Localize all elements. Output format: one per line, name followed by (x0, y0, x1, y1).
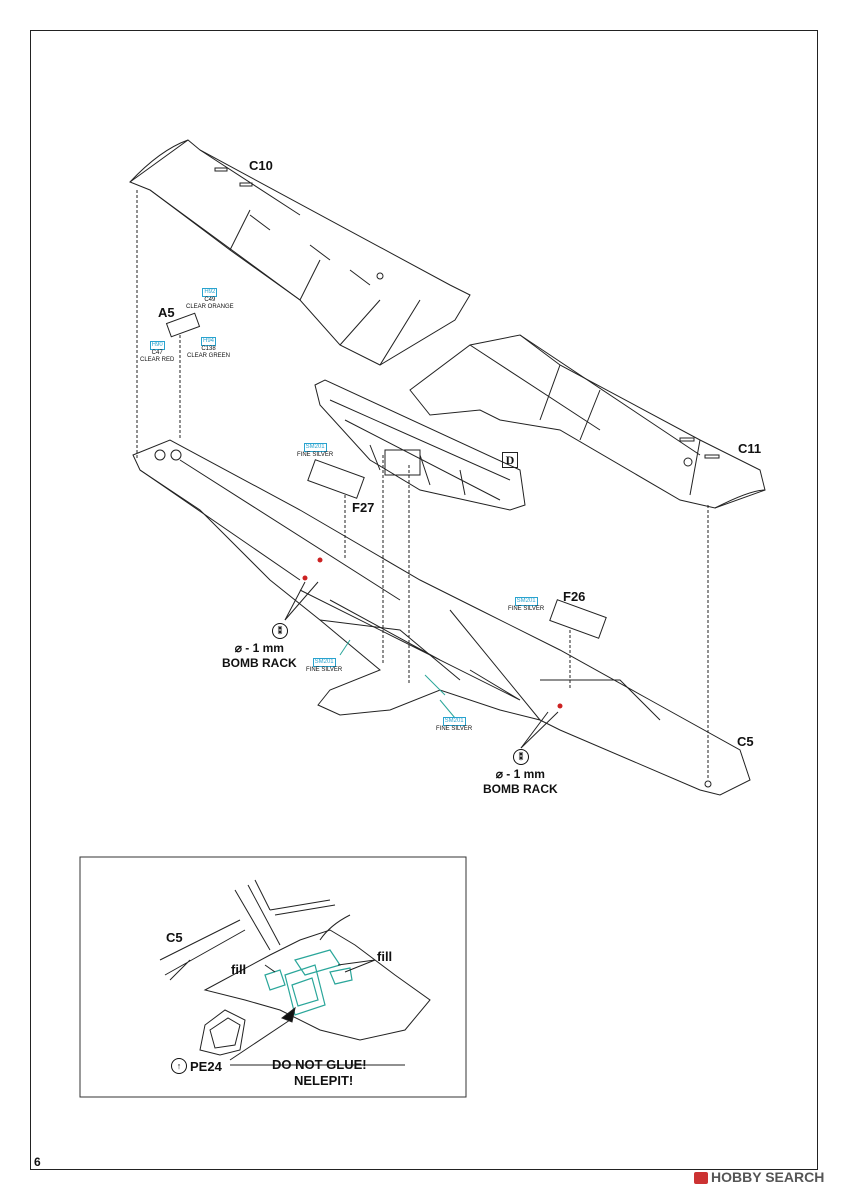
wing-c10 (128, 139, 471, 366)
paint-note-sm201-center: SM201 FINE SILVER (436, 717, 472, 733)
detail-dot (302, 575, 308, 581)
paint-code: SM201 (312, 658, 336, 667)
paint-name: CLEAR ORANGE (186, 304, 234, 310)
paint-note-sm201-f26: SM201 FINE SILVER (508, 597, 544, 613)
label-c11: C11 (738, 441, 762, 456)
paint-note-h94: H94 C138 CLEAR GREEN (187, 337, 230, 360)
part-f27-shape (307, 459, 365, 499)
assembly-lines (136, 190, 709, 780)
label-c10: C10 (249, 158, 273, 173)
drill-size: ⌀ - 1 mm (234, 641, 284, 655)
paint-note-h90: H90 C47 CLEAR RED (140, 341, 174, 364)
paint-highlights (339, 639, 456, 719)
photo-etch-icon: ↑ (171, 1058, 187, 1074)
part-f26-shape (549, 599, 607, 639)
warning-line2: NELEPIT! (294, 1073, 354, 1088)
bomb-rack-label: BOMB RACK (222, 656, 297, 670)
lower-wing-c5 (132, 439, 751, 796)
paint-name: FINE SILVER (297, 452, 334, 458)
watermark: HOBBY SEARCH (694, 1169, 824, 1185)
paint-name: FINE SILVER (508, 606, 545, 612)
page-number: 6 (34, 1155, 41, 1169)
label-d: D (502, 452, 518, 468)
paint-code: H90 (149, 341, 165, 350)
label-f26: F26 (563, 589, 586, 604)
part-a5-shape (165, 312, 201, 338)
paint-note-h92: H92 C49 CLEAR ORANGE (186, 288, 234, 311)
paint-name: CLEAR RED (140, 357, 175, 363)
paint-ref: C47 (151, 350, 163, 356)
inset-drawing (159, 879, 431, 1056)
paint-code: H92 (202, 288, 218, 297)
bomb-rack-leaders (284, 581, 559, 749)
paint-note-sm201-left: SM201 FINE SILVER (306, 658, 342, 674)
bomb-rack-label: BOMB RACK (483, 782, 558, 796)
paint-code: SM201 (303, 443, 327, 452)
paint-ref: C138 (201, 346, 216, 352)
paint-ref: C49 (204, 297, 216, 303)
page-frame (30, 30, 818, 1170)
label-a5: A5 (158, 305, 175, 320)
inset-leaders (229, 959, 405, 1066)
inset-arrow (280, 1006, 296, 1023)
inset-label-fill-left: fill (231, 962, 247, 977)
wing-c11 (409, 334, 766, 509)
drill-size: ⌀ - 1 mm (495, 767, 545, 781)
part-d (314, 379, 526, 511)
paint-code: H94 (201, 337, 217, 346)
drill-icon: ⁑ (272, 623, 288, 639)
bomb-rack-note-left: ⌀ - 1 mm BOMB RACK (222, 641, 297, 671)
label-c5: C5 (737, 734, 754, 749)
label-f27: F27 (352, 500, 375, 515)
warning-line1: DO NOT GLUE! (272, 1057, 367, 1072)
inset-label-fill-right: fill (377, 949, 393, 964)
drill-icon: ⁑ (513, 749, 529, 765)
paint-name: CLEAR GREEN (187, 353, 231, 359)
inset-label-pe24: PE24 (190, 1059, 222, 1074)
detail-dot (317, 557, 323, 563)
watermark-text: HOBBY SEARCH (711, 1169, 825, 1185)
paint-code: SM201 (514, 597, 538, 606)
paint-name: FINE SILVER (306, 667, 343, 673)
paint-name: FINE SILVER (436, 726, 473, 732)
inset-label-c5: C5 (166, 930, 183, 945)
hobby-search-logo-icon (694, 1172, 708, 1185)
paint-note-sm201-f27: SM201 FINE SILVER (297, 443, 333, 459)
bomb-rack-note-right: ⌀ - 1 mm BOMB RACK (483, 767, 558, 797)
detail-dot (557, 703, 563, 709)
paint-code: SM201 (442, 717, 466, 726)
